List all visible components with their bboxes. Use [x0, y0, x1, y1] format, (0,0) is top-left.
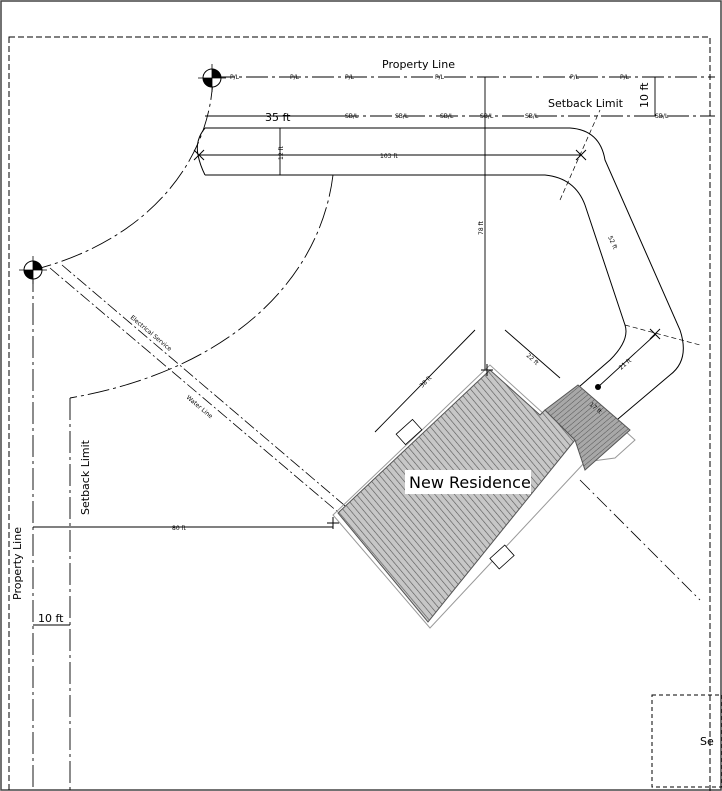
- sbl-tag-2: SB/L: [395, 113, 409, 120]
- setback-line-arc: [69, 174, 334, 399]
- new-residence: New Residence 17 ft: [332, 364, 636, 629]
- sbl-tag-5: SB/L: [525, 113, 539, 120]
- house-corner-mark-3: [595, 384, 601, 390]
- dim-21-end: [649, 328, 661, 340]
- pl-tag-1: P/L: [230, 74, 240, 81]
- property-line-left-label: Property Line: [11, 527, 24, 600]
- dim-10-left-label: 10 ft: [38, 612, 64, 625]
- driveway-inner: [205, 174, 627, 394]
- residence-label-bg: [405, 470, 531, 494]
- sheet-border: [8, 36, 711, 791]
- dim-52-label: 52 ft: [606, 235, 618, 251]
- corner-block-text: Se: [700, 735, 714, 748]
- house-corner-mark-1: [327, 517, 339, 529]
- pl-tag-5: P/L: [570, 74, 580, 81]
- sbl-tag-1: SB/L: [345, 113, 359, 120]
- dim-21-label: 21 ft: [618, 357, 634, 372]
- dim-38-line: [374, 329, 476, 433]
- dim-103-end-right: [575, 149, 587, 161]
- dim-22-line: [504, 329, 561, 379]
- dim-10-top-label: 10 ft: [638, 82, 651, 108]
- setback-left-label: Setback Limit: [79, 439, 92, 515]
- survey-marker-top: [198, 64, 226, 92]
- dim-21-line: [597, 333, 657, 388]
- electrical-service-line: [49, 267, 346, 519]
- property-line-top-label: Property Line: [382, 58, 455, 71]
- dim-21-extension: [624, 324, 701, 346]
- setback-top-label: Setback Limit: [548, 97, 624, 110]
- rear-step: [489, 544, 515, 570]
- sbl-tag-3: SB/L: [440, 113, 454, 120]
- pl-tag-3: P/L: [345, 74, 355, 81]
- dim-78-label: 78 ft: [478, 220, 485, 235]
- residence-label: New Residence: [409, 473, 531, 492]
- dim-103-extension: [559, 109, 601, 201]
- dim-12-label: 12 ft: [278, 145, 285, 160]
- dim-80-label: 80 ft: [172, 525, 187, 532]
- pl-tag-6: P/L: [620, 74, 630, 81]
- property-line-arc: [32, 77, 214, 271]
- pl-tag-2: P/L: [290, 74, 300, 81]
- dim-22-label: 22 ft: [525, 352, 540, 367]
- water-label: Water Line: [185, 394, 214, 420]
- survey-marker-left: [19, 256, 47, 284]
- garage-roof: [544, 384, 631, 471]
- entry-step: [395, 418, 423, 446]
- electrical-label: Electrical Service: [129, 314, 173, 353]
- driveway-left-edge: [196, 127, 206, 176]
- dim-38-label: 38 ft: [418, 374, 433, 389]
- house-corner-mark-2: [481, 364, 493, 376]
- dim-103-end-left: [193, 149, 205, 161]
- pl-tag-4: P/L: [435, 74, 445, 81]
- service-line-right: [579, 479, 701, 601]
- dim-103-label: 103 ft: [380, 153, 398, 160]
- dim-35-label: 35 ft: [265, 111, 291, 124]
- driveway-outer: [205, 127, 684, 431]
- residence-outline: [332, 364, 636, 629]
- water-line: [61, 264, 351, 511]
- corner-block: [651, 694, 722, 788]
- sbl-tag-4: SB/L: [480, 113, 494, 120]
- residence-roof: [337, 369, 576, 623]
- sbl-tag-6: SB/L: [655, 113, 669, 120]
